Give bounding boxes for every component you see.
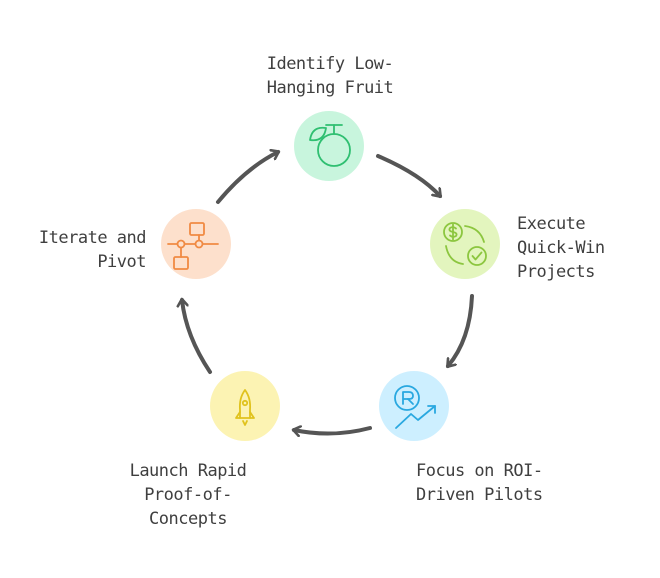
step-node-identify: [294, 111, 364, 181]
step-label-line: Identify Low-: [266, 54, 394, 74]
step-circle-execute: [430, 209, 500, 279]
step-node-iterate: [161, 209, 231, 279]
step-label-identify: Identify Low- Hanging Fruit: [228, 52, 432, 100]
fruit-icon: [309, 124, 351, 167]
step-label-line: Pivot: [97, 252, 146, 272]
arrow-iterate-to-identify: [216, 152, 278, 204]
step-label-line: Concepts: [149, 509, 227, 529]
flowchart-icon: [167, 222, 219, 270]
step-label-line: Driven Pilots: [416, 485, 543, 505]
step-label-execute: Execute Quick-Win Projects: [517, 212, 647, 284]
step-node-launch: [210, 371, 280, 441]
step-label-line: Iterate and: [38, 228, 147, 248]
step-label-line: Proof-of-: [144, 485, 232, 505]
step-label-iterate: Iterate and Pivot: [14, 226, 147, 274]
step-label-focus: Focus on ROI- Driven Pilots: [416, 459, 616, 507]
step-label-line: Focus on ROI-: [416, 461, 543, 481]
step-label-line: Execute: [517, 214, 586, 234]
dollar-check-icon: [443, 222, 487, 266]
cycle-arrows: [182, 152, 474, 434]
arrow-identify-to-execute: [376, 154, 442, 196]
roi-growth-icon: [394, 385, 436, 429]
step-label-line: Hanging Fruit: [266, 78, 394, 98]
step-label-line: Quick-Win: [517, 238, 605, 258]
step-node-focus: [379, 371, 449, 441]
step-circle-identify: [294, 111, 364, 181]
rocket-icon: [235, 389, 255, 426]
arrow-focus-to-launch: [294, 428, 372, 434]
step-label-line: Launch Rapid: [129, 461, 247, 481]
step-node-execute: [430, 209, 500, 279]
arrow-execute-to-focus: [446, 294, 474, 366]
arrow-launch-to-iterate: [182, 300, 212, 374]
step-circle-focus: [379, 371, 449, 441]
step-label-line: Projects: [517, 262, 595, 282]
step-label-launch: Launch Rapid Proof-of- Concepts: [100, 459, 276, 531]
